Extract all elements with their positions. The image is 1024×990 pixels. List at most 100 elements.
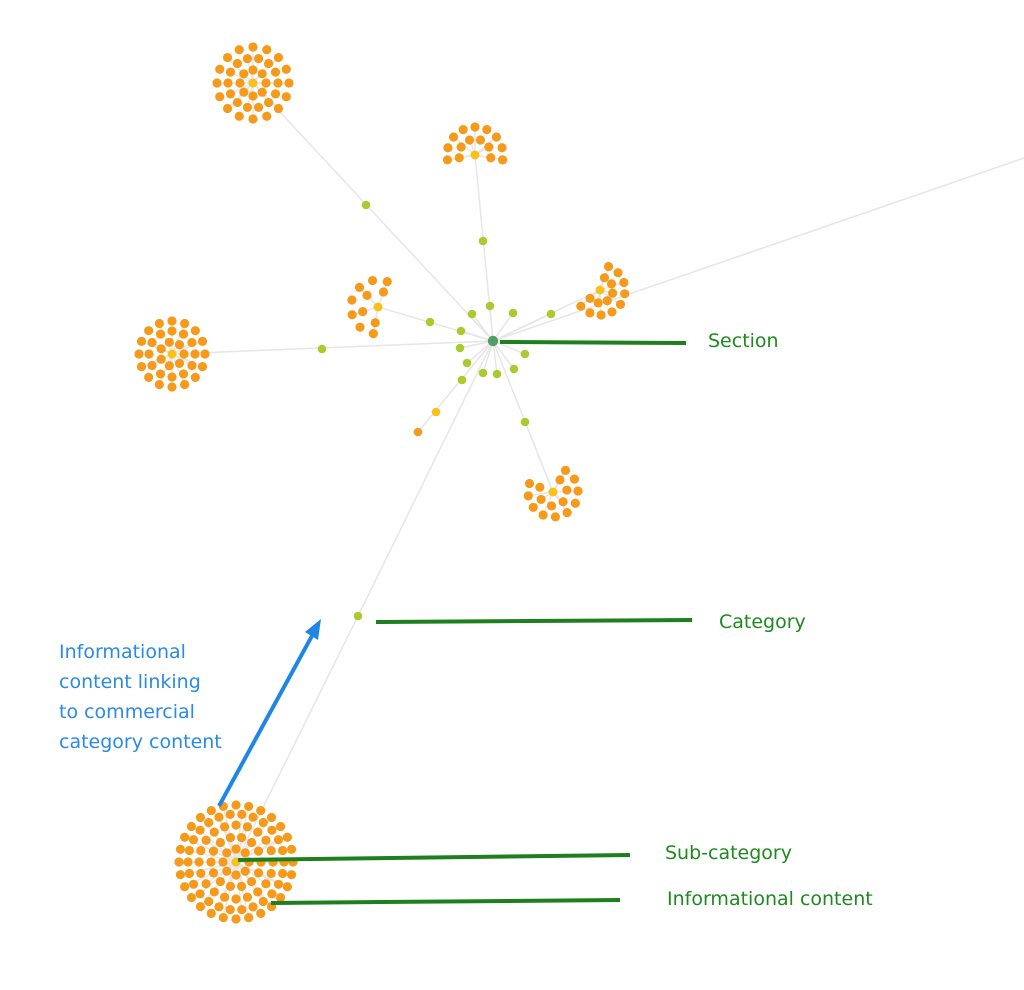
cluster-top-left-leaf-node xyxy=(262,111,272,121)
cluster-left-spoke xyxy=(171,323,186,355)
cluster-top-left-leaf-node xyxy=(225,89,236,99)
cluster-subcategory-leaf-node xyxy=(215,837,226,848)
category-node xyxy=(457,375,467,385)
cluster-subcategory-leaf-node xyxy=(218,857,228,867)
cluster-mid-left-leaf-node xyxy=(382,277,392,287)
category-spoke xyxy=(492,340,526,355)
cluster-left-leaf-node xyxy=(156,344,166,354)
cluster-subcategory-leaf-node xyxy=(286,870,297,880)
cluster-top-left-leaf-node xyxy=(262,45,272,55)
cluster-subcategory-leaf-node xyxy=(242,892,253,902)
cluster-top-left-leaf-node xyxy=(223,78,233,88)
cluster-subcategory-leaf-node xyxy=(248,812,258,822)
category-node xyxy=(467,309,477,319)
cluster-left-leaf-node xyxy=(147,337,157,348)
cluster-subcategory-leaf-node xyxy=(174,857,184,867)
cluster-subcategory-leaf-node xyxy=(286,844,297,854)
cluster-subcategory-leaf-node xyxy=(206,806,216,816)
cluster-subcategory-leaf-node xyxy=(256,908,266,918)
cluster-top-left-leaf-node xyxy=(242,102,253,112)
cluster-subcategory-leaf-node xyxy=(214,812,224,822)
cluster-top-left-leaf-node xyxy=(253,54,264,64)
cluster-left-leaf-node xyxy=(180,318,190,329)
cluster-left-leaf-node xyxy=(187,360,197,371)
cluster-subcategory-leaf-node xyxy=(180,882,190,892)
category-spoke xyxy=(471,313,494,342)
cluster-top-left-leaf-node xyxy=(257,69,267,79)
cluster-right-leaf-node xyxy=(615,299,626,309)
graph-edges xyxy=(141,47,1024,918)
cluster-subcategory-leaf-node xyxy=(231,844,241,854)
cluster-mid-left-leaf-node xyxy=(362,290,372,300)
cluster-top-left-leaf-node xyxy=(273,103,284,114)
cluster-top-left-leaf-node xyxy=(273,52,284,63)
cluster-subcategory-leaf-node xyxy=(266,812,277,823)
cluster-subcategory-leaf-node xyxy=(236,881,247,891)
cluster-subcategory-leaf-node xyxy=(195,901,206,912)
cluster-left-leaf-node xyxy=(167,382,177,392)
cluster-left-spoke xyxy=(158,353,173,385)
cluster-top-left-leaf-node xyxy=(253,102,264,112)
cluster-mid-left-leaf-node xyxy=(355,322,365,332)
cluster-top-left-leaf-node xyxy=(232,58,243,69)
cluster-top-left-leaf-node xyxy=(225,67,236,77)
cluster-top-left-leaf-node xyxy=(263,58,274,69)
cluster-top-left-leaf-node xyxy=(281,92,291,102)
cluster-subcategory-leaf-node xyxy=(246,837,257,848)
cluster-bottom-leaf-node xyxy=(550,512,561,522)
cluster-left-leaf-node xyxy=(155,329,166,339)
cluster-subcategory-spoke xyxy=(235,861,267,885)
cluster-subcategory-leaf-node xyxy=(244,912,254,923)
informational-content-label: Informational content xyxy=(667,888,873,910)
cluster-right-leaf-node xyxy=(596,310,606,320)
cluster-top-left-leaf-node xyxy=(215,64,225,74)
cluster-bottom-leaf-node xyxy=(536,494,546,505)
cluster-subcategory-leaf-node xyxy=(253,827,263,837)
cluster-right-leaf-node xyxy=(602,296,612,306)
cluster-top-leaf-node xyxy=(443,143,453,153)
cluster-left-leaf-node xyxy=(154,318,164,329)
cluster-subcategory-leaf-node xyxy=(261,835,271,845)
cluster-left-leaf-node xyxy=(200,349,210,359)
cluster-top-left-leaf-node xyxy=(222,52,233,63)
cluster-right-leaf-node xyxy=(585,293,595,303)
cluster-right-leaf-node xyxy=(593,298,603,308)
cluster-subcategory-leaf-node xyxy=(180,832,190,842)
cluster-top-left-leaf-node xyxy=(273,78,283,88)
cluster-left-spoke xyxy=(158,323,173,355)
cluster-top-left-leaf-node xyxy=(239,69,249,79)
linking-note: Informational content linking to commerc… xyxy=(59,619,321,807)
cluster-top-left-leaf-node xyxy=(281,64,291,74)
cluster-top-left-leaf-node xyxy=(248,65,258,75)
cluster-right-leaf-node xyxy=(603,261,614,272)
cluster-subcategory-leaf-node xyxy=(256,806,266,816)
category-node xyxy=(520,349,530,359)
cluster-left-leaf-node xyxy=(134,349,144,359)
chain-leaf-node xyxy=(413,427,423,437)
cluster-top-leaf-node xyxy=(442,155,453,165)
cluster-top-left-leaf-node xyxy=(242,54,253,64)
cluster-left-leaf-node xyxy=(179,349,189,359)
cluster-mid-left-leaf-node xyxy=(354,282,365,292)
cluster-subcategory-leaf-node xyxy=(242,822,253,832)
cluster-right-hub-node xyxy=(595,285,605,295)
note-line-2: content linking xyxy=(59,671,201,693)
cluster-top-left-leaf-node xyxy=(263,97,274,108)
cluster-top-leaf-node xyxy=(470,122,480,132)
cluster-bottom-leaf-node xyxy=(546,501,557,511)
cluster-right-leaf-node xyxy=(607,307,617,317)
cluster-subcategory-leaf-node xyxy=(282,832,292,842)
cluster-bottom-leaf-node xyxy=(573,486,583,496)
cluster-top-left-leaf-node xyxy=(232,97,243,108)
cluster-right-leaf-node xyxy=(585,308,595,318)
cluster-mid-left-leaf-node xyxy=(347,310,357,320)
cluster-subcategory-leaf-node xyxy=(225,905,235,915)
section-node xyxy=(487,335,499,347)
cluster-left-leaf-node xyxy=(136,336,147,346)
graph-nodes xyxy=(134,42,630,924)
cluster-subcategory-leaf-node xyxy=(175,870,186,880)
cluster-subcategory-leaf-node xyxy=(231,894,241,904)
category-spoke xyxy=(466,340,494,364)
cluster-top-left-leaf-node xyxy=(234,45,244,55)
